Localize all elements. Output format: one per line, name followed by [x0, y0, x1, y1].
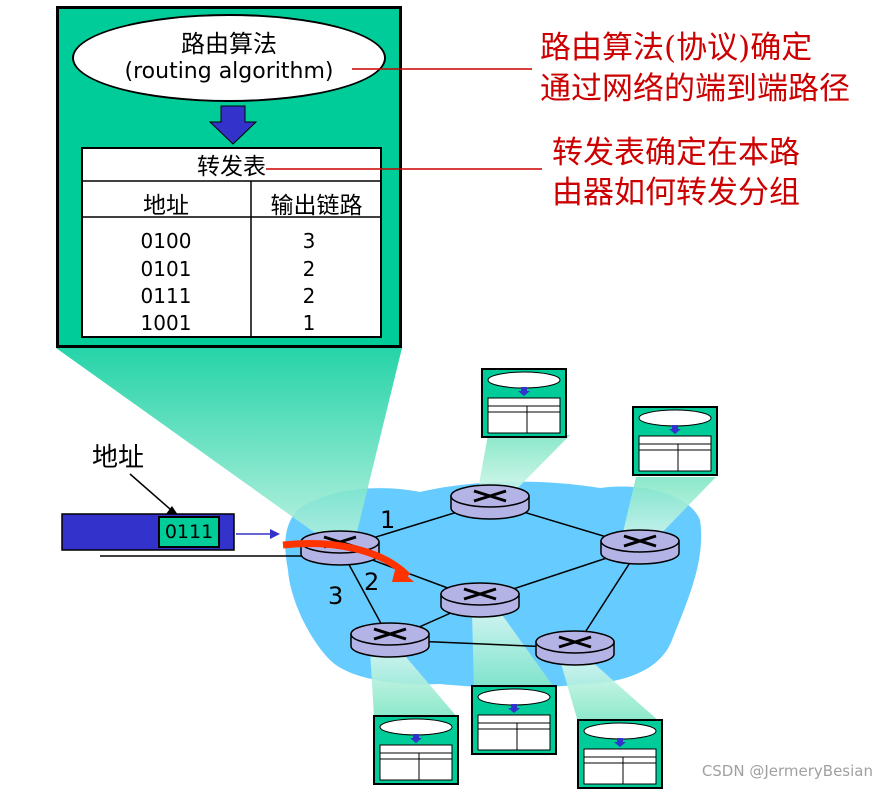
algorithm-note-line1: 路由算法(协议)确定: [540, 30, 813, 66]
table-cell-address: 0101: [140, 257, 192, 281]
watermark: CSDN @JermeryBesian: [701, 762, 873, 780]
router-d: [440, 582, 520, 618]
routing-algorithm-ellipse: [72, 14, 386, 102]
down-arrow-icon: [208, 105, 258, 145]
table-cell-address: 0100: [140, 229, 192, 253]
table-note-line2: 由器如何转发分组: [552, 175, 800, 211]
column-header-link: 输出链路: [270, 193, 363, 219]
table-cell-link: 2: [302, 257, 316, 281]
router-e: [350, 622, 430, 658]
beam-f: [472, 612, 556, 690]
algorithm-note-line2: 通过网络的端到端路径: [540, 71, 850, 107]
table-cell-link: 3: [302, 229, 316, 253]
beam-g: [560, 660, 660, 722]
link-label-1: 1: [380, 506, 396, 534]
column-header-address: 地址: [143, 193, 189, 219]
algorithm-title-en: (routing algorithm): [124, 59, 334, 84]
router-b: [450, 484, 530, 520]
table-cell-link: 2: [302, 284, 316, 308]
table-cell-address: 1001: [140, 311, 192, 335]
beam-b: [476, 435, 570, 500]
table-cell-address: 0111: [140, 284, 192, 308]
zoom-beam: [56, 348, 402, 540]
link-label-2: 2: [364, 568, 380, 596]
link-label-3: 3: [328, 582, 344, 610]
mini-table-g: [577, 719, 663, 789]
mini-table-f: [471, 685, 557, 755]
table-cell-link: 1: [302, 311, 316, 335]
beam-c: [620, 477, 716, 545]
forwarding-table-title: 转发表: [197, 154, 266, 180]
mini-table-c: [632, 406, 718, 476]
algorithm-title-cn: 路由算法: [181, 30, 277, 58]
table-note-line1: 转发表确定在本路: [552, 135, 800, 171]
mini-table-e: [373, 715, 459, 785]
mini-table-b: [481, 368, 567, 438]
router-f: [535, 630, 615, 666]
packet-address-field: 0111: [158, 516, 220, 548]
packet-address-label: 地址: [92, 443, 145, 473]
beam-e: [370, 650, 458, 718]
forwarding-table-grid: [81, 180, 382, 338]
forwarding-table: [81, 147, 382, 338]
router-c: [600, 529, 680, 565]
